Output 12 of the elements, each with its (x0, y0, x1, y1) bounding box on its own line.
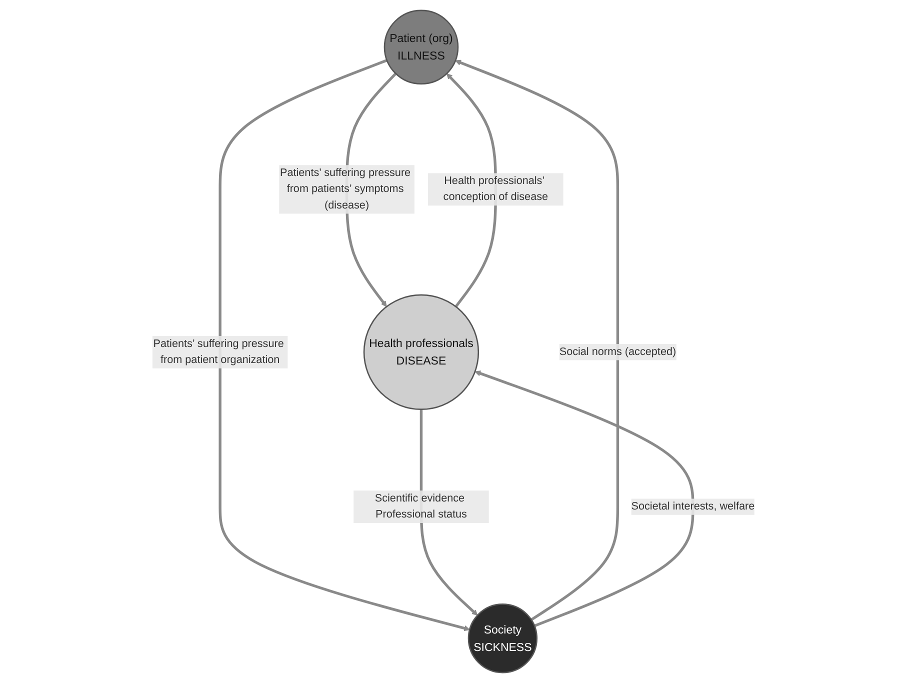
arrow (474, 370, 694, 628)
arrow (455, 60, 620, 621)
edge-label: Societal interests, welfare (631, 500, 755, 512)
node-circle: Patient (org) ILLNESS (384, 10, 459, 85)
node-circle: Health professionals DISEASE (363, 294, 480, 410)
edge-label: Social norms (accepted) (559, 346, 676, 358)
edge-label: Patients’ suffering pressure from patient organization (153, 338, 284, 366)
edge-label: Health professionals’ conception of disease (443, 175, 548, 203)
node-circle: Society SICKNESS (468, 604, 538, 674)
arrow (218, 59, 470, 632)
edge-label: Scientific evidence Professional status (374, 492, 467, 520)
edge-label: Patients’ suffering pressure from patients’ symptoms (disease) (280, 167, 411, 212)
